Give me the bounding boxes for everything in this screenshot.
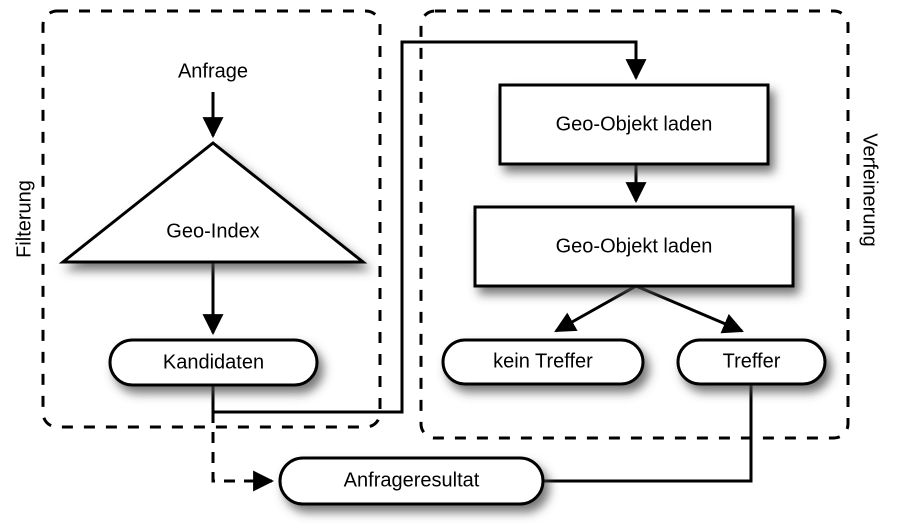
group-verfeinerung: Verfeinerung [419,9,881,440]
group-filterung: Filterung [13,9,382,429]
node-anfrage-label: Anfrage [178,60,248,82]
node-geoobjekt1[interactable]: Geo-Objekt laden [498,83,770,166]
node-kandidaten[interactable]: Kandidaten [108,338,319,387]
node-keintreffer[interactable]: kein Treffer [441,338,645,386]
node-keintreffer-shape[interactable] [441,338,645,386]
node-treffer[interactable]: Treffer [676,338,827,386]
edge-kandidaten-to-geoobjekt1-line [211,40,647,414]
node-geoobjekt1-shape[interactable] [498,83,770,166]
node-geoobjekt2-shape[interactable] [473,205,795,288]
node-keintreffer-label: kein Treffer [493,350,593,372]
node-geoobjekt2-label: Geo-Objekt laden [556,235,713,257]
group-filterung-label: Filterung [13,180,35,258]
node-geoindex-shape[interactable] [58,141,368,264]
edge-treffer-to-anfrageresultat-line [543,383,753,483]
edge-geoobjekt2-to-keintreffer [554,284,637,333]
edge-kandidaten-to-anfrageresultat-line [211,412,275,492]
node-geoobjekt2[interactable]: Geo-Objekt laden [473,205,795,288]
edge-treffer-to-anfrageresultat [543,383,753,483]
node-geoindex-label: Geo-Index [166,220,259,242]
node-anfrageresultat[interactable]: Anfrageresultat [278,456,545,506]
edge-kandidaten-to-geoobjekt1 [211,40,647,414]
edge-geoobjekt2-to-treffer [635,284,744,334]
group-filterung-border [41,9,382,429]
node-kandidaten-label: Kandidaten [163,351,264,373]
node-treffer-shape[interactable] [676,338,827,386]
node-anfrageresultat-label: Anfrageresultat [344,469,480,491]
node-geoobjekt1-label: Geo-Objekt laden [556,113,713,135]
group-verfeinerung-label: Verfeinerung [859,133,881,246]
node-kandidaten-shape[interactable] [108,338,319,387]
node-anfrageresultat-shape[interactable] [278,456,545,506]
edge-geoobjekt2-to-keintreffer-line [554,284,637,333]
node-geoindex[interactable]: Geo-Index [58,141,368,264]
edge-geoobjekt2-to-treffer-line [635,284,744,334]
edge-kandidaten-to-anfrageresultat [211,412,275,492]
group-verfeinerung-border [419,9,850,440]
node-treffer-label: Treffer [723,350,781,372]
node-anfrage: Anfrage [178,60,248,82]
